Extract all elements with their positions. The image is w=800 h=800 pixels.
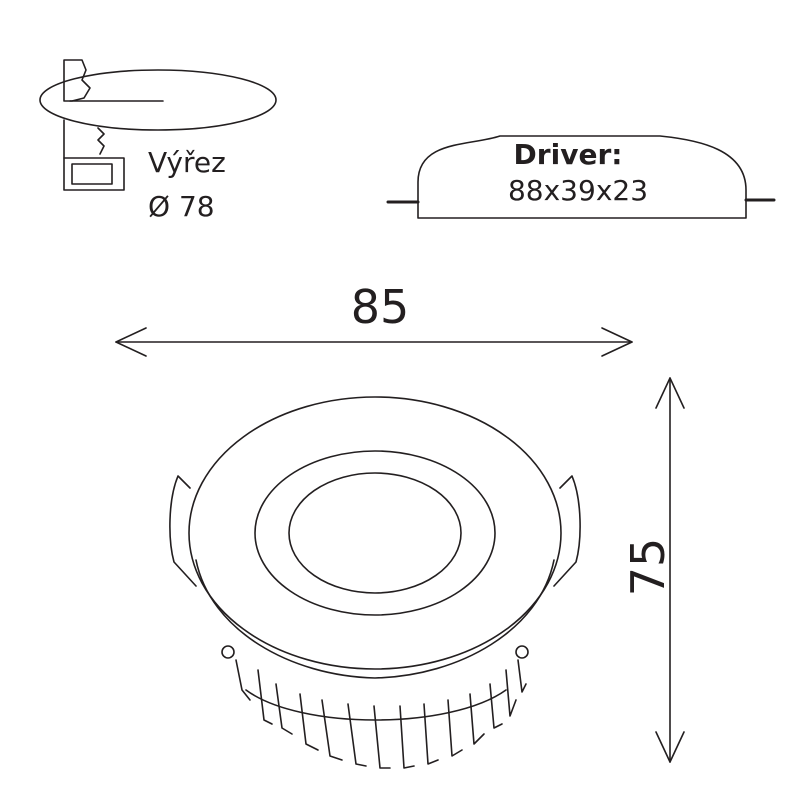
reflector-ring [254,450,496,616]
ceiling-board-section [63,59,91,102]
driver-icon [386,135,776,219]
spring-clip-left [169,475,197,587]
cutout-label: Výřez [148,146,226,179]
heat-sink-fins [235,659,527,769]
wall-box-outer [63,157,125,191]
width-dimension-label: 85 [350,280,410,334]
heat-sink-bottom [245,689,507,721]
screw-left [221,645,235,659]
lens [288,472,462,594]
trim-thickness [195,559,555,679]
spring-clip-right [553,475,581,587]
height-dimension-label: 75 [621,537,675,597]
width-dimension-arrow [115,327,633,357]
driver-dimensions: 88x39x23 [507,174,649,207]
cutout-diameter: Ø 78 [148,190,215,223]
ceiling-hole-ellipse [39,69,277,131]
height-dimension-arrow [655,377,685,763]
driver-label: Driver: [513,138,623,171]
wall-break-line [97,127,105,155]
screw-right [515,645,529,659]
ceiling-cutout-icon [39,59,277,191]
driver-box-outline [417,135,747,219]
downlight-drawing [169,396,581,769]
trim-outer [188,396,562,670]
wall-box-inner [71,163,113,185]
